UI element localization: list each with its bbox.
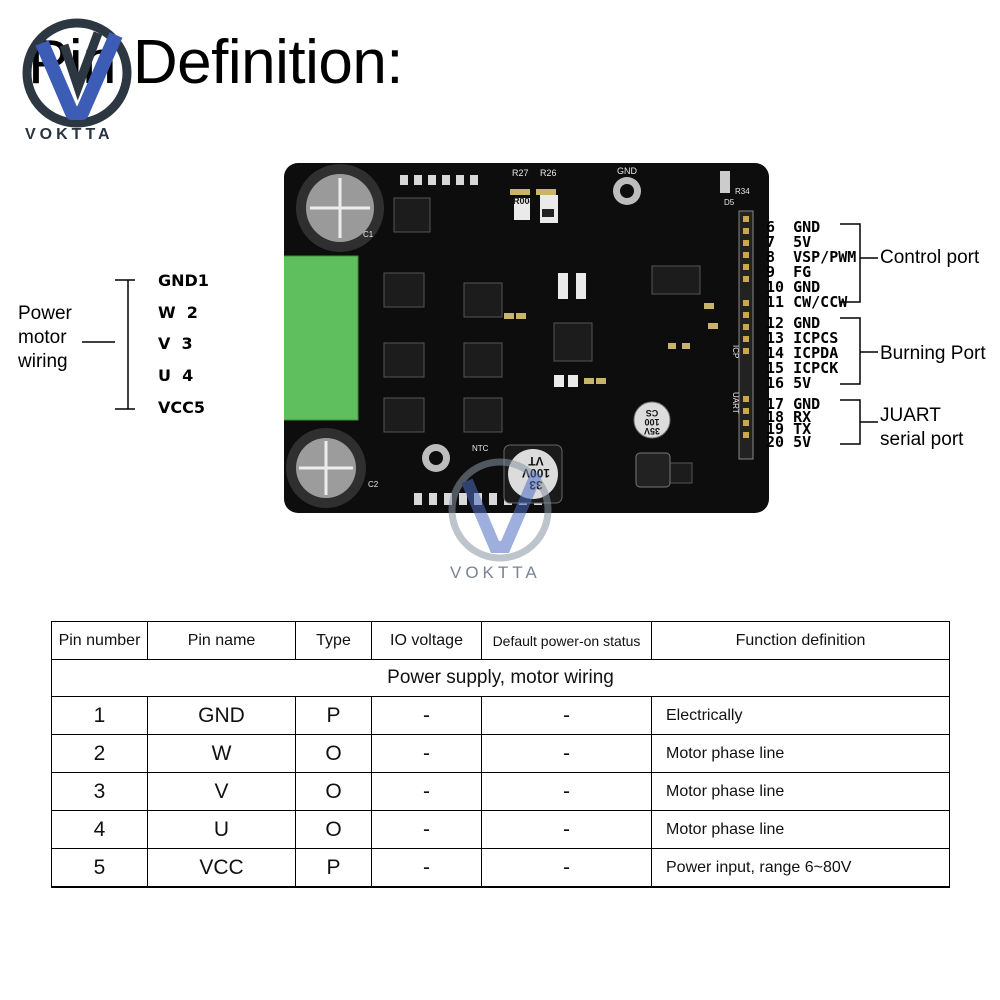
brand-name: VOKTTA [25,126,114,143]
silk-r26: R26 [540,168,557,178]
burning-port-label: Burning Port [880,343,986,364]
table-row: 1 GND P - - Electrically [51,696,950,735]
table-row: 4 U O - - Motor phase line [51,810,950,849]
table-section-row: Power supply, motor wiring [51,659,950,697]
silk-d5: D5 [724,198,735,207]
header-type: Type [295,621,372,660]
pcb-components [284,164,754,508]
header-default-status: Default power-on status [481,621,652,660]
uart-port-label: JUART serial port [880,405,964,450]
silk-gnd: GND [617,166,637,176]
voktta-logo [22,18,132,128]
wiring-pin-w: W 2 [158,303,198,322]
watermark-logo [448,458,552,562]
burning-port-pins: 12 GND 13 ICPCS 14 ICPDA 15 ICPCK 16 5V [766,314,839,392]
header-io-voltage: IO voltage [371,621,482,660]
table-row: 3 V O - - Motor phase line [51,772,950,811]
motor-wiring-bracket [82,279,135,410]
silk-ntc: NTC [472,444,489,453]
table-row: 2 W O - - Motor phase line [51,734,950,773]
header-function: Function definition [651,621,950,660]
motor-wiring-label: Power motor wiring [18,303,72,372]
burning-port-bracket [840,317,878,385]
table-header-row: Pin number Pin name Type IO voltage Defa… [51,621,950,660]
uart-port-pins: 17 GND 18 RX 19 TX 20 5V [766,395,821,451]
silk-r27: R27 [512,168,529,178]
control-port-label: Control port [880,247,980,268]
watermark-text: VOKTTA [450,563,541,582]
silk-r004: R004 [513,196,535,206]
pin-definition-table: Pin number Pin name Type IO voltage Defa… [51,621,950,888]
wiring-pin-u: U 4 [158,366,194,385]
silk-icp: ICP [731,345,740,359]
silk-c2: C2 [368,480,379,489]
wiring-pin-gnd: GND1 [158,271,209,290]
header-pin-name: Pin name [147,621,296,660]
control-port-bracket [840,223,878,303]
silk-uart: UART [731,392,740,414]
wiring-pin-vcc: VCC5 [158,398,205,417]
header-pin-number: Pin number [51,621,148,660]
control-port-pins: 6 GND 7 5V 8 VSP/PWM 9 FG 10 GND 11 CW/C… [766,218,857,311]
silk-c1: C1 [363,230,374,239]
silk-r34: R34 [735,187,750,196]
wiring-pin-v: V 3 [158,334,193,353]
uart-port-bracket [840,399,878,445]
section-title: Power supply, motor wiring [51,659,950,697]
cap-marking-35v: 35V 100 CS [644,408,661,436]
table-row: 5 VCC P - - Power input, range 6~80V [51,848,950,888]
